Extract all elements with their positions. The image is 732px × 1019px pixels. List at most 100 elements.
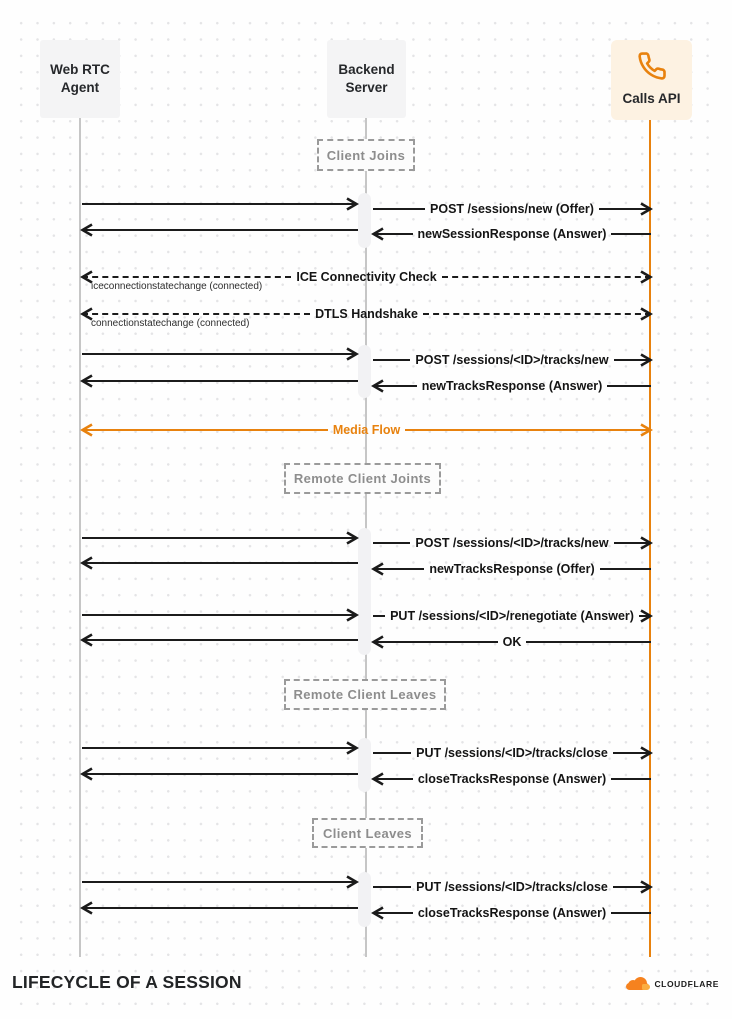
actor-backend-server: Backend Server [327, 40, 406, 118]
arrowhead-right-icon [640, 536, 653, 550]
message-line [82, 773, 358, 775]
message-arrow [82, 345, 359, 363]
message-line [373, 542, 411, 544]
message-arrow [82, 739, 359, 757]
actor-label: Web RTC Agent [50, 61, 110, 95]
message-label: PUT /sessions/<ID>/tracks/close [416, 745, 608, 760]
message-label: Media Flow [332, 422, 401, 437]
message-line [526, 641, 651, 643]
arrowhead-left-icon [80, 374, 93, 388]
message-line [373, 778, 413, 780]
message-arrow [82, 195, 359, 213]
arrowhead-left-icon [371, 772, 384, 786]
message-label: newTracksResponse (Offer) [429, 561, 595, 576]
message-label: POST /sessions/<ID>/tracks/new [415, 352, 609, 367]
actor-label: Backend Server [338, 61, 395, 95]
message-label: POST /sessions/new (Offer) [430, 201, 594, 216]
arrowhead-left-icon [371, 562, 384, 576]
cloudflare-cloud-icon [626, 977, 651, 990]
message-line [611, 233, 652, 235]
message-line [373, 641, 498, 643]
message-line [82, 313, 311, 315]
message-line [612, 752, 651, 754]
message-line [82, 614, 357, 616]
message-line [82, 747, 357, 749]
arrowhead-left-icon [371, 379, 384, 393]
arrowhead-right-icon [640, 307, 653, 321]
arrowhead-left-icon [371, 635, 384, 649]
message-line [373, 752, 412, 754]
message-arrow: newTracksResponse (Answer) [371, 377, 651, 395]
message-line [373, 385, 417, 387]
message-arrow [80, 765, 358, 783]
arrowhead-left-icon [371, 227, 384, 241]
message-label: OK [502, 634, 522, 649]
message-label: closeTracksResponse (Answer) [417, 905, 607, 920]
message-arrow: POST /sessions/<ID>/tracks/new [373, 351, 653, 369]
message-arrow [82, 606, 359, 624]
message-line [607, 385, 651, 387]
phase-label-box: Remote Client Joints [284, 463, 441, 494]
event-note: iceconnectionstatechange (connected) [91, 281, 263, 292]
activation-bar [358, 738, 371, 792]
message-line [612, 886, 651, 888]
actor-web-rtc-agent: Web RTC Agent [40, 40, 120, 118]
message-arrow: PUT /sessions/<ID>/tracks/close [373, 878, 653, 896]
message-label: newTracksResponse (Answer) [421, 378, 603, 393]
message-arrow: ICE Connectivity Check [80, 268, 653, 286]
message-arrow: closeTracksResponse (Answer) [371, 904, 651, 922]
message-label: POST /sessions/<ID>/tracks/new [415, 535, 609, 550]
actor-calls-api: Calls API [611, 40, 692, 120]
arrowhead-right-icon [640, 746, 653, 760]
arrowhead-right-icon [640, 880, 653, 894]
phase-label-box: Client Joins [317, 139, 415, 171]
arrowhead-left-icon [80, 423, 93, 437]
arrowhead-left-icon [371, 906, 384, 920]
message-line [373, 912, 413, 914]
phase-label: Client Joins [326, 147, 406, 163]
arrowhead-left-icon [80, 556, 93, 570]
message-arrow [82, 873, 359, 891]
message-line [613, 542, 651, 544]
message-arrow: Media Flow [80, 421, 653, 439]
message-line [598, 208, 651, 210]
message-line [82, 380, 358, 382]
phase-label: Client Leaves [322, 825, 412, 841]
phase-label: Remote Client Leaves [293, 687, 437, 702]
message-line [611, 778, 651, 780]
phone-icon [637, 52, 666, 81]
arrowhead-right-icon [640, 270, 653, 284]
message-line [82, 276, 292, 278]
message-label: PUT /sessions/<ID>/renegotiate (Answer) [390, 608, 634, 623]
message-label: DTLS Handshake [315, 306, 418, 321]
message-arrow: newSessionResponse (Answer) [371, 225, 652, 243]
message-arrow [80, 372, 358, 390]
activation-bar [358, 345, 371, 398]
message-arrow [80, 899, 358, 917]
message-line [422, 313, 651, 315]
cloudflare-brand: CLOUDFLARE [626, 977, 719, 990]
arrowhead-left-icon [80, 901, 93, 915]
message-line [599, 568, 651, 570]
arrowhead-right-icon [346, 875, 359, 889]
message-arrow: POST /sessions/new (Offer) [373, 200, 653, 218]
message-arrow: DTLS Handshake [80, 305, 653, 323]
arrowhead-right-icon [346, 608, 359, 622]
activation-bar [358, 193, 371, 248]
message-arrow [82, 529, 359, 547]
activation-bar [358, 528, 371, 655]
arrowhead-right-icon [346, 741, 359, 755]
message-line [82, 537, 357, 539]
message-line [82, 203, 357, 205]
arrowhead-right-icon [346, 347, 359, 361]
footer: LIFECYCLE OF A SESSION CLOUDFLARE [0, 972, 732, 1019]
phase-label-box: Remote Client Leaves [284, 679, 446, 710]
message-line [82, 562, 358, 564]
message-line [373, 233, 413, 235]
arrowhead-left-icon [80, 223, 93, 237]
phase-label-box: Client Leaves [312, 818, 423, 848]
message-line [373, 568, 425, 570]
actor-label: Calls API [622, 91, 681, 107]
message-line [82, 881, 357, 883]
